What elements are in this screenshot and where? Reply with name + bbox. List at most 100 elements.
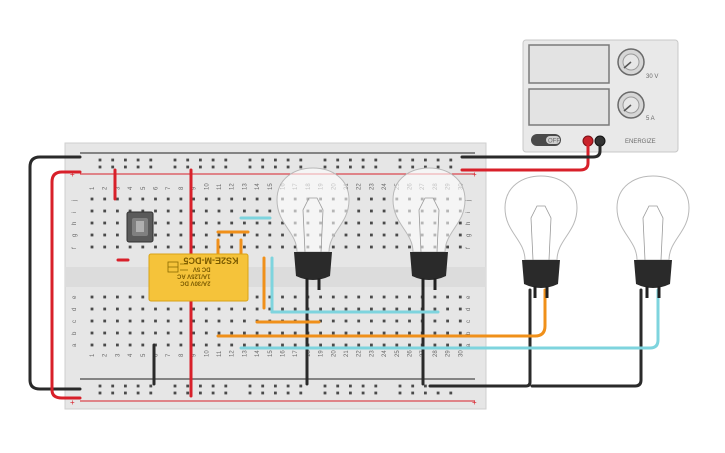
breadboard-hole[interactable] xyxy=(361,391,365,395)
breadboard-hole[interactable] xyxy=(268,221,272,225)
breadboard-hole[interactable] xyxy=(90,233,94,237)
breadboard-hole[interactable] xyxy=(281,221,284,225)
breadboard-hole[interactable] xyxy=(103,209,107,213)
breadboard-hole[interactable] xyxy=(149,158,153,162)
breadboard-hole[interactable] xyxy=(382,331,386,335)
breadboard-hole[interactable] xyxy=(458,245,462,249)
light-bulb-icon[interactable] xyxy=(616,175,690,298)
breadboard-hole[interactable] xyxy=(344,221,348,225)
breadboard-hole[interactable] xyxy=(446,245,449,249)
breadboard-hole[interactable] xyxy=(255,245,259,249)
breadboard-hole[interactable] xyxy=(370,197,373,201)
breadboard-hole[interactable] xyxy=(268,245,272,249)
breadboard-hole[interactable] xyxy=(398,158,402,162)
breadboard-hole[interactable] xyxy=(154,245,157,249)
breadboard-hole[interactable] xyxy=(449,391,453,395)
breadboard-hole[interactable] xyxy=(255,331,259,335)
breadboard-hole[interactable] xyxy=(166,233,170,237)
breadboard-hole[interactable] xyxy=(116,343,119,347)
breadboard-hole[interactable] xyxy=(323,165,327,169)
breadboard-hole[interactable] xyxy=(331,295,335,299)
breadboard-hole[interactable] xyxy=(268,295,272,299)
breadboard-hole[interactable] xyxy=(136,165,140,169)
breadboard-hole[interactable] xyxy=(141,209,145,213)
breadboard-hole[interactable] xyxy=(128,245,132,249)
breadboard-hole[interactable] xyxy=(349,165,352,169)
breadboard-hole[interactable] xyxy=(90,319,94,323)
power-supply[interactable]: 30 V 5 A OFF ENERGIZE xyxy=(522,39,679,153)
light-bulb-icon[interactable] xyxy=(392,167,466,290)
breadboard-hole[interactable] xyxy=(211,391,215,395)
breadboard-hole[interactable] xyxy=(166,209,170,213)
breadboard-hole[interactable] xyxy=(103,295,107,299)
breadboard-hole[interactable] xyxy=(395,245,399,249)
breadboard-hole[interactable] xyxy=(124,165,127,169)
breadboard-hole[interactable] xyxy=(154,233,157,237)
breadboard-hole[interactable] xyxy=(357,233,361,237)
breadboard-hole[interactable] xyxy=(319,319,322,323)
breadboard-hole[interactable] xyxy=(116,233,119,237)
breadboard-hole[interactable] xyxy=(446,319,449,323)
breadboard-hole[interactable] xyxy=(128,295,132,299)
breadboard-hole[interactable] xyxy=(204,331,208,335)
breadboard-hole[interactable] xyxy=(255,233,259,237)
breadboard-hole[interactable] xyxy=(336,391,340,395)
breadboard-hole[interactable] xyxy=(116,209,119,213)
breadboard-hole[interactable] xyxy=(357,197,361,201)
breadboard-hole[interactable] xyxy=(186,384,190,388)
breadboard-hole[interactable] xyxy=(128,331,132,335)
breadboard-hole[interactable] xyxy=(281,245,284,249)
breadboard-hole[interactable] xyxy=(281,343,284,347)
breadboard-hole[interactable] xyxy=(230,307,234,311)
breadboard-hole[interactable] xyxy=(323,384,327,388)
breadboard-hole[interactable] xyxy=(361,384,365,388)
relay[interactable]: KS2E-M-DC5 DC 5V 1A/125V AC 2A/30V DC xyxy=(148,253,249,302)
breadboard-hole[interactable] xyxy=(357,245,361,249)
breadboard-hole[interactable] xyxy=(395,295,399,299)
breadboard-hole[interactable] xyxy=(243,343,246,347)
breadboard-hole[interactable] xyxy=(382,307,386,311)
breadboard-hole[interactable] xyxy=(370,209,373,213)
breadboard-hole[interactable] xyxy=(192,331,195,335)
breadboard-hole[interactable] xyxy=(458,295,462,299)
breadboard-hole[interactable] xyxy=(293,307,297,311)
breadboard-hole[interactable] xyxy=(274,391,277,395)
breadboard-hole[interactable] xyxy=(281,295,284,299)
breadboard-hole[interactable] xyxy=(357,295,361,299)
breadboard-hole[interactable] xyxy=(116,331,119,335)
breadboard-hole[interactable] xyxy=(433,295,437,299)
breadboard-hole[interactable] xyxy=(293,245,297,249)
breadboard-hole[interactable] xyxy=(458,221,462,225)
breadboard-hole[interactable] xyxy=(374,158,378,162)
breadboard-hole[interactable] xyxy=(344,343,348,347)
breadboard-hole[interactable] xyxy=(398,384,402,388)
breadboard-hole[interactable] xyxy=(90,209,94,213)
breadboard-hole[interactable] xyxy=(186,391,190,395)
breadboard-hole[interactable] xyxy=(411,384,415,388)
breadboard-hole[interactable] xyxy=(446,331,449,335)
breadboard-hole[interactable] xyxy=(268,331,272,335)
breadboard-hole[interactable] xyxy=(90,343,94,347)
breadboard-hole[interactable] xyxy=(293,295,297,299)
breadboard-hole[interactable] xyxy=(395,307,399,311)
breadboard-hole[interactable] xyxy=(424,158,427,162)
breadboard-hole[interactable] xyxy=(286,165,290,169)
breadboard-hole[interactable] xyxy=(111,384,115,388)
breadboard-hole[interactable] xyxy=(299,165,303,169)
breadboard-hole[interactable] xyxy=(211,384,215,388)
breadboard-hole[interactable] xyxy=(248,158,252,162)
breadboard-hole[interactable] xyxy=(323,391,327,395)
breadboard-hole[interactable] xyxy=(408,343,411,347)
breadboard-hole[interactable] xyxy=(370,331,373,335)
breadboard-hole[interactable] xyxy=(166,221,170,225)
breadboard-hole[interactable] xyxy=(286,391,290,395)
breadboard-hole[interactable] xyxy=(154,221,157,225)
breadboard-hole[interactable] xyxy=(361,165,365,169)
breadboard-hole[interactable] xyxy=(344,319,348,323)
breadboard-hole[interactable] xyxy=(179,343,183,347)
breadboard-hole[interactable] xyxy=(141,319,145,323)
breadboard-hole[interactable] xyxy=(217,209,221,213)
breadboard-hole[interactable] xyxy=(199,391,202,395)
breadboard-hole[interactable] xyxy=(141,245,145,249)
breadboard-hole[interactable] xyxy=(357,221,361,225)
